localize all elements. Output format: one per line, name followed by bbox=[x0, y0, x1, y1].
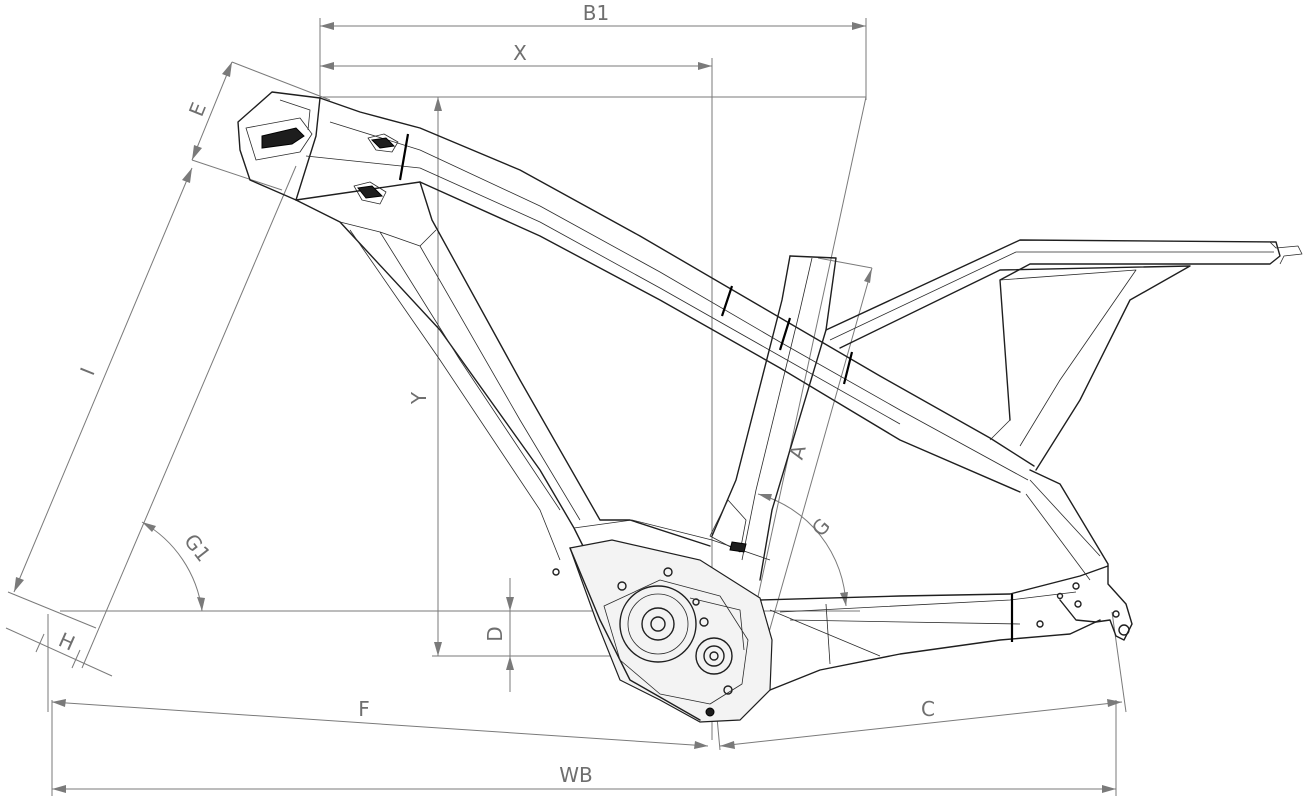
seat-stay bbox=[825, 239, 1303, 471]
dimension-h bbox=[5, 627, 113, 677]
label-f: F bbox=[358, 697, 370, 721]
top-tube bbox=[295, 97, 1035, 493]
label-g1: G1 bbox=[179, 529, 215, 566]
dimension-g bbox=[757, 493, 848, 607]
dimension-c bbox=[719, 611, 1127, 749]
label-g: G bbox=[807, 514, 835, 542]
label-x: X bbox=[513, 41, 527, 65]
label-a: A bbox=[784, 442, 811, 462]
dimension-lines bbox=[5, 18, 1127, 796]
label-i: I bbox=[75, 364, 99, 378]
label-d: D bbox=[483, 626, 507, 641]
dimension-labels: B1 X Y E I A G G1 D H F C WB bbox=[55, 1, 935, 787]
dimension-i bbox=[7, 167, 193, 629]
dimension-b1 bbox=[319, 18, 867, 100]
head-tube bbox=[237, 91, 321, 201]
dimension-a bbox=[739, 96, 873, 681]
dimension-wb bbox=[51, 700, 1117, 796]
label-wb: WB bbox=[559, 763, 593, 787]
down-tube bbox=[295, 181, 771, 601]
dimension-f bbox=[47, 614, 709, 749]
label-y: Y bbox=[407, 391, 431, 405]
chain-stay bbox=[759, 469, 1133, 691]
dimension-g1 bbox=[141, 521, 205, 612]
motor-housing bbox=[569, 539, 773, 723]
label-b1: B1 bbox=[583, 1, 609, 25]
label-c: C bbox=[921, 697, 935, 721]
bike-frame bbox=[237, 91, 1303, 723]
dimension-e bbox=[191, 61, 331, 191]
label-e: E bbox=[184, 99, 211, 120]
head-tube-axis-line bbox=[81, 165, 297, 669]
